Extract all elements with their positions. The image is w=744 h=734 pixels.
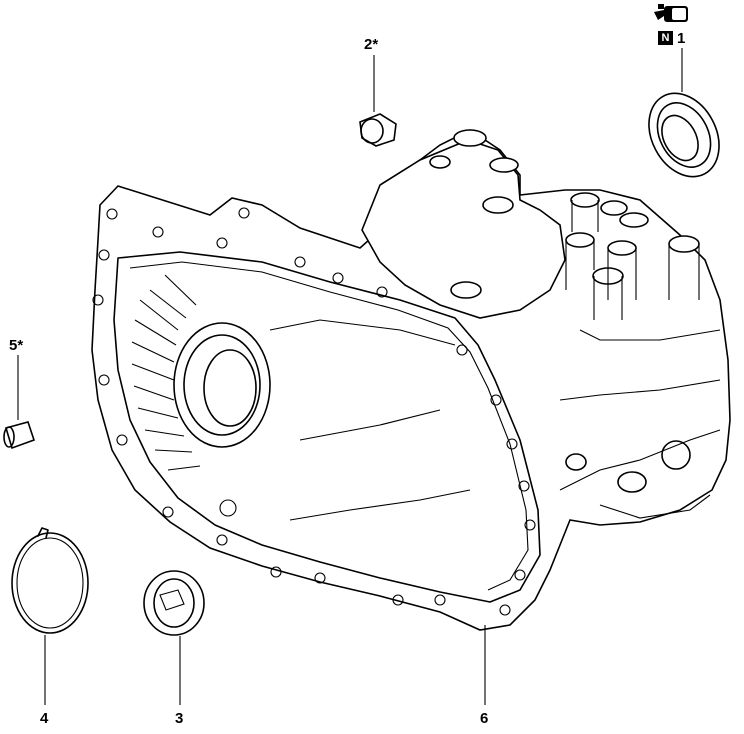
callout-6: 6 (480, 710, 489, 727)
callout-2: 2* (364, 36, 379, 53)
part-2-bushing (359, 55, 397, 147)
part-3-plug-seal (143, 570, 205, 705)
callout-4: 4 (40, 710, 49, 727)
new-part-badge: N (658, 31, 673, 45)
callout-3: 3 (175, 710, 184, 727)
part-5-pin (3, 355, 36, 450)
part-6-transmission-case (91, 129, 731, 631)
part-4-snap-ring (11, 527, 89, 705)
part-1-oil-seal (648, 48, 720, 178)
grease-can-icon (654, 4, 688, 22)
callout-5: 5* (9, 337, 24, 354)
callout-1: 1 (677, 30, 686, 47)
